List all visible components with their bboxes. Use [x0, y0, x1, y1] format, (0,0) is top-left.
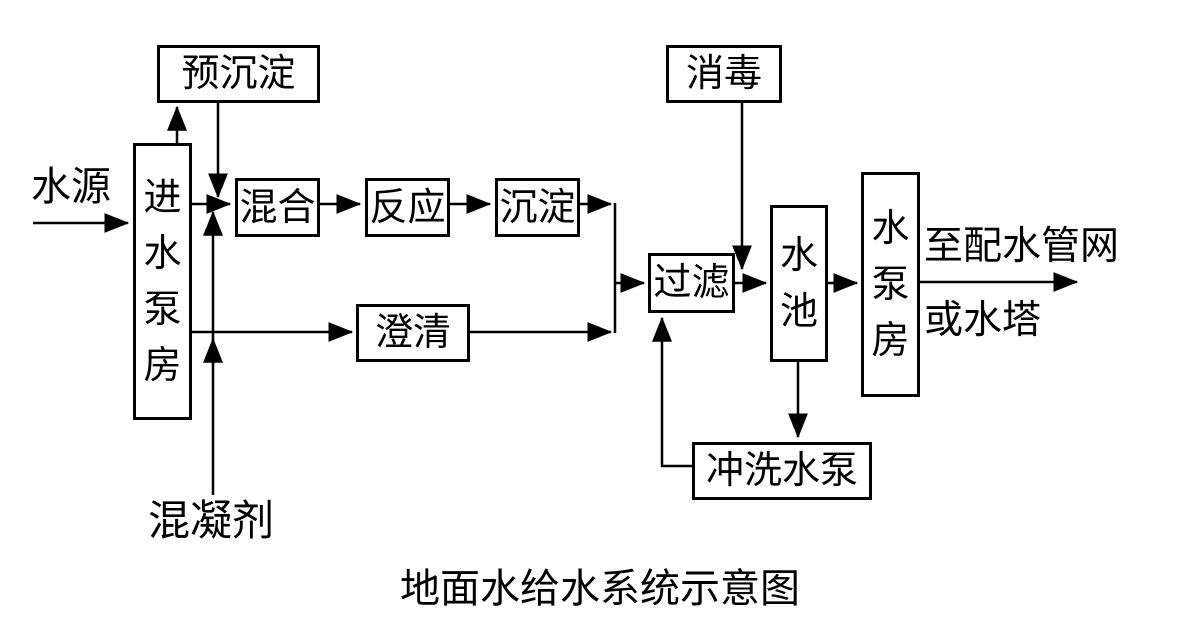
label-to-distribution-network: 至配水管网 — [924, 225, 1120, 268]
diagram-caption: 地面水给水系统示意图 — [400, 566, 800, 611]
box-disinfection: 消毒 — [666, 45, 782, 103]
box-mixing: 混合 — [235, 178, 320, 237]
arrow-backwash-to-filtration — [652, 316, 692, 468]
box-intake-pump-house: 进水泵房 — [133, 143, 192, 420]
box-pre-sedimentation: 预沉淀 — [157, 45, 320, 103]
box-filtration: 过滤 — [648, 253, 735, 313]
label-water-source: 水源 — [31, 164, 111, 209]
box-sedimentation: 沉淀 — [495, 178, 580, 237]
label-or-water-tower: 或水塔 — [924, 299, 1042, 342]
box-reaction: 反应 — [365, 178, 450, 237]
box-clarification: 澄清 — [356, 304, 470, 362]
box-delivery-pump-house: 水泵房 — [861, 172, 920, 397]
box-backwash-pump: 冲洗水泵 — [692, 442, 872, 500]
box-clear-well: 水池 — [770, 205, 828, 362]
label-coagulant: 混凝剂 — [148, 499, 275, 545]
